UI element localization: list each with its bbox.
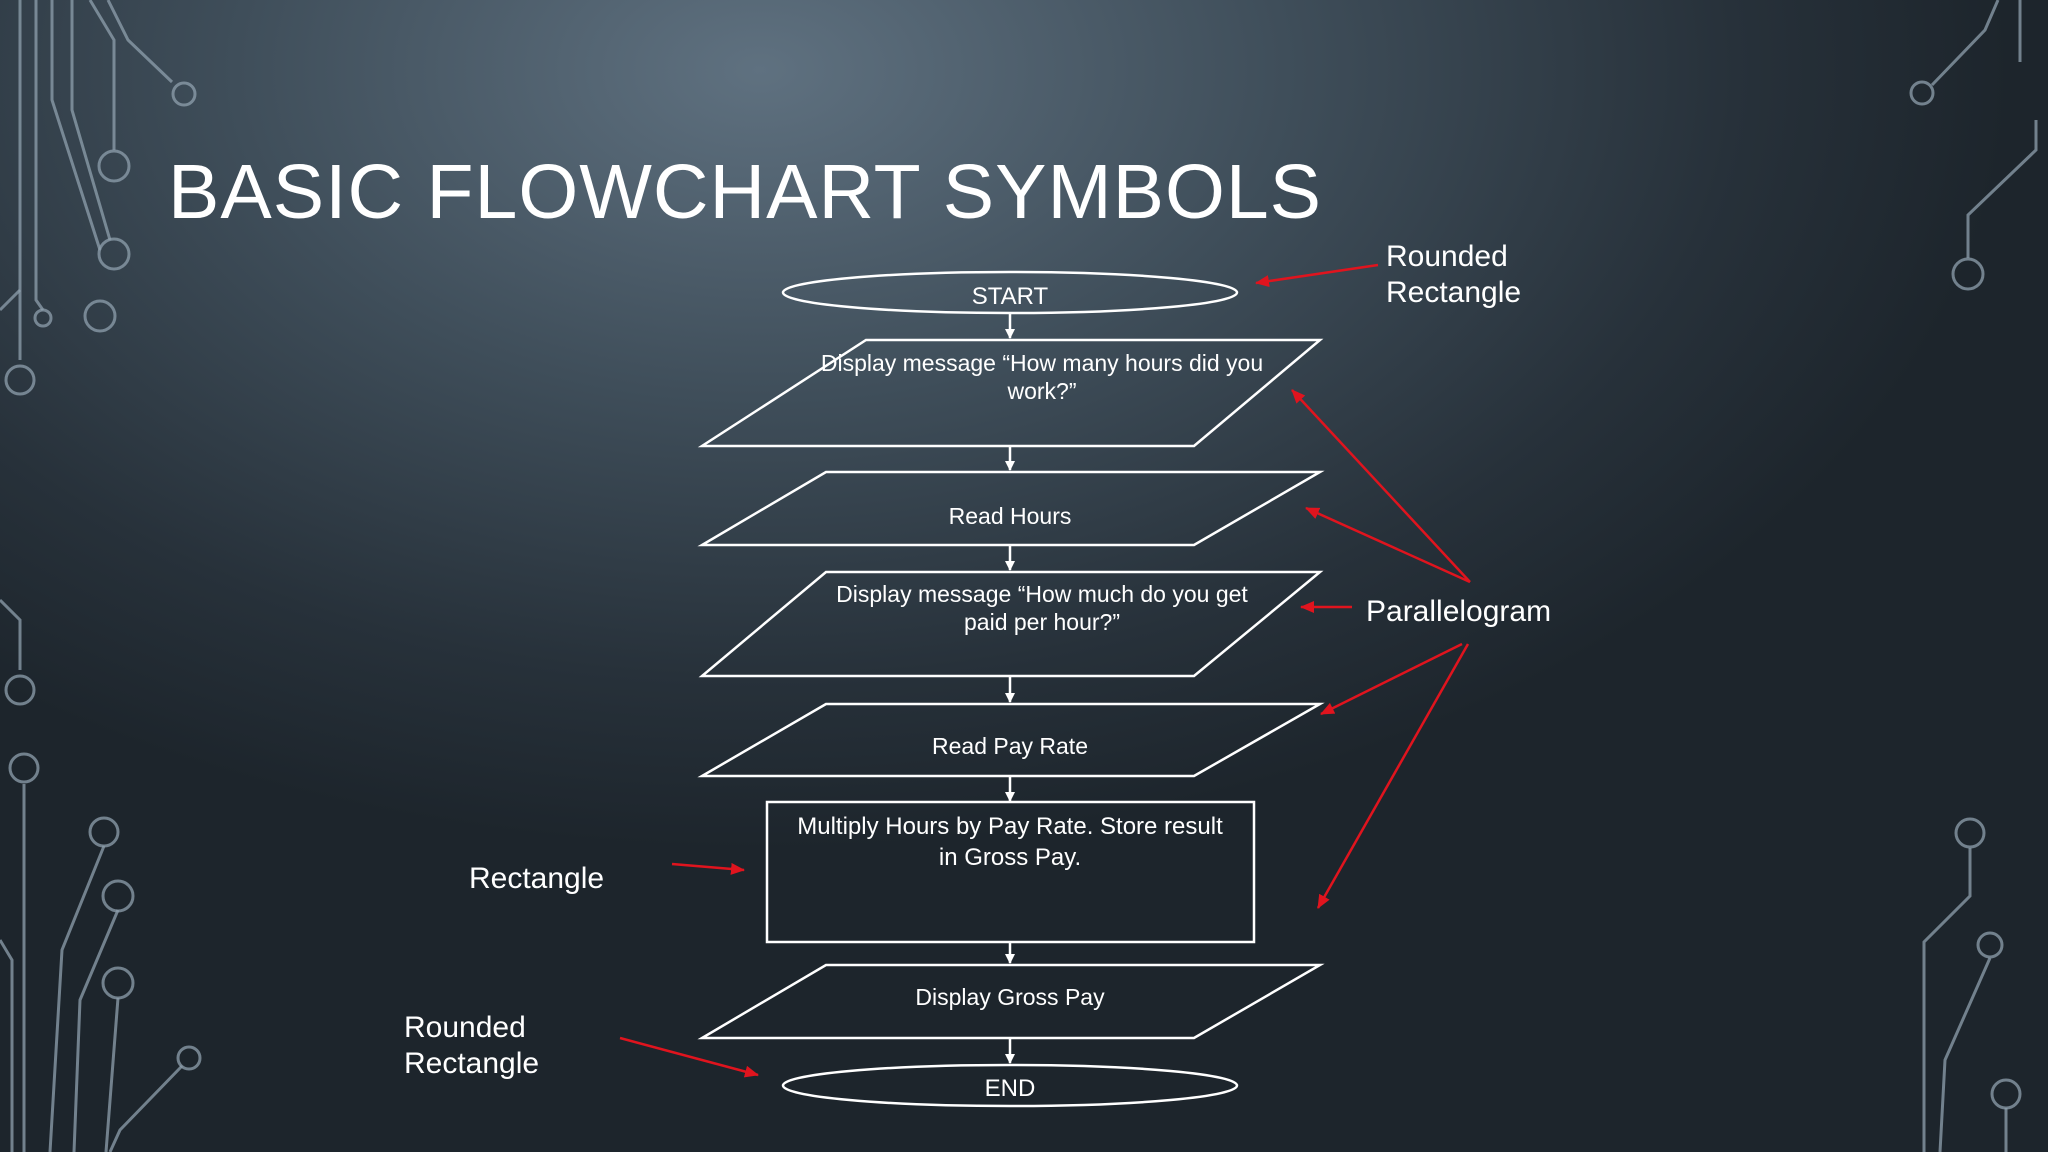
annotation-arrow-parallelogram — [1320, 642, 1463, 716]
display-pay-prompt-line1: Display message “How much do you get — [836, 581, 1248, 607]
display-hours-prompt-line2: work?” — [1006, 378, 1076, 404]
circuit-node — [83, 299, 117, 333]
annotation-arrow-parallelogram — [1316, 643, 1470, 909]
annotation-rounded-rectangle-top-line1: Rounded — [1386, 240, 1508, 273]
multiply-line1: Multiply Hours by Pay Rate. Store result — [797, 813, 1223, 840]
circuit-node — [4, 364, 36, 396]
annotation-arrow-parallelogram — [1291, 389, 1471, 583]
display-hours-prompt-parallelogram — [697, 338, 1324, 448]
circuit-node — [1990, 1078, 2022, 1110]
circuit-trace — [106, 0, 174, 84]
read-hours-parallelogram — [697, 470, 1325, 547]
annotation-rectangle: Rectangle — [469, 862, 604, 895]
circuit-node — [4, 674, 36, 706]
display-gross-pay-parallelogram — [697, 963, 1325, 1040]
multiply-line2: in Gross Pay. — [939, 844, 1081, 871]
circuit-node — [8, 752, 40, 784]
circuit-node — [1951, 257, 1985, 291]
circuit-node — [176, 1045, 202, 1071]
annotation-arrow-parallelogram — [1305, 506, 1471, 584]
multiply-process-rectangle — [765, 800, 1256, 944]
end-terminal — [781, 1063, 1239, 1108]
circuit-trace — [1966, 120, 2038, 258]
read-pay-rate-label: Read Pay Rate — [932, 733, 1088, 759]
circuit-node — [171, 81, 197, 107]
annotation-arrow-rectangle — [671, 862, 745, 875]
annotation-rounded-rectangle-top-line2: Rectangle — [1386, 276, 1521, 309]
display-hours-prompt-line1: Display message “How many hours did you — [821, 350, 1263, 376]
read-hours-label: Read Hours — [949, 503, 1072, 529]
circuit-trace — [50, 0, 102, 251]
annotation-parallelogram: Parallelogram — [1366, 595, 1551, 628]
display-pay-prompt-line2: paid per hour?” — [964, 609, 1120, 635]
circuit-trace — [1922, 848, 1972, 1152]
circuit-trace — [70, 0, 112, 241]
display-gross-pay-label: Display Gross Pay — [915, 984, 1105, 1010]
circuit-node — [97, 149, 131, 183]
circuit-node — [1976, 931, 2004, 959]
circuit-trace — [0, 598, 22, 670]
circuit-node — [101, 879, 135, 913]
read-pay-rate-parallelogram — [697, 702, 1325, 778]
circuit-trace — [88, 0, 116, 150]
circuit-trace — [1930, 0, 2000, 87]
annotation-rounded-rectangle-bottom-line2: Rectangle — [404, 1047, 539, 1080]
annotation-arrow-rounded-top — [1255, 263, 1379, 288]
circuit-node — [1909, 80, 1935, 106]
start-terminal — [781, 270, 1239, 315]
circuit-node — [97, 237, 131, 271]
slide-title: BASIC FLOWCHART SYMBOLS — [168, 149, 1323, 235]
circuit-node — [1954, 817, 1986, 849]
end-label: END — [985, 1075, 1036, 1102]
circuit-trace — [48, 845, 106, 1152]
annotation-arrow-rounded-bottom — [619, 1036, 759, 1078]
circuit-trace — [0, 939, 14, 1152]
circuit-trace — [34, 0, 45, 311]
circuit-trace — [0, 288, 22, 312]
circuit-trace — [108, 1064, 184, 1152]
annotation-rounded-rectangle-bottom-line1: Rounded — [404, 1011, 526, 1044]
circuit-node — [88, 816, 120, 848]
circuit-trace — [72, 909, 120, 1152]
display-pay-prompt-parallelogram — [698, 570, 1324, 678]
circuit-trace — [104, 997, 120, 1152]
start-label: START — [972, 283, 1049, 310]
circuit-node — [101, 966, 135, 1000]
circuit-node — [33, 308, 53, 328]
circuit-trace — [1938, 957, 1992, 1152]
